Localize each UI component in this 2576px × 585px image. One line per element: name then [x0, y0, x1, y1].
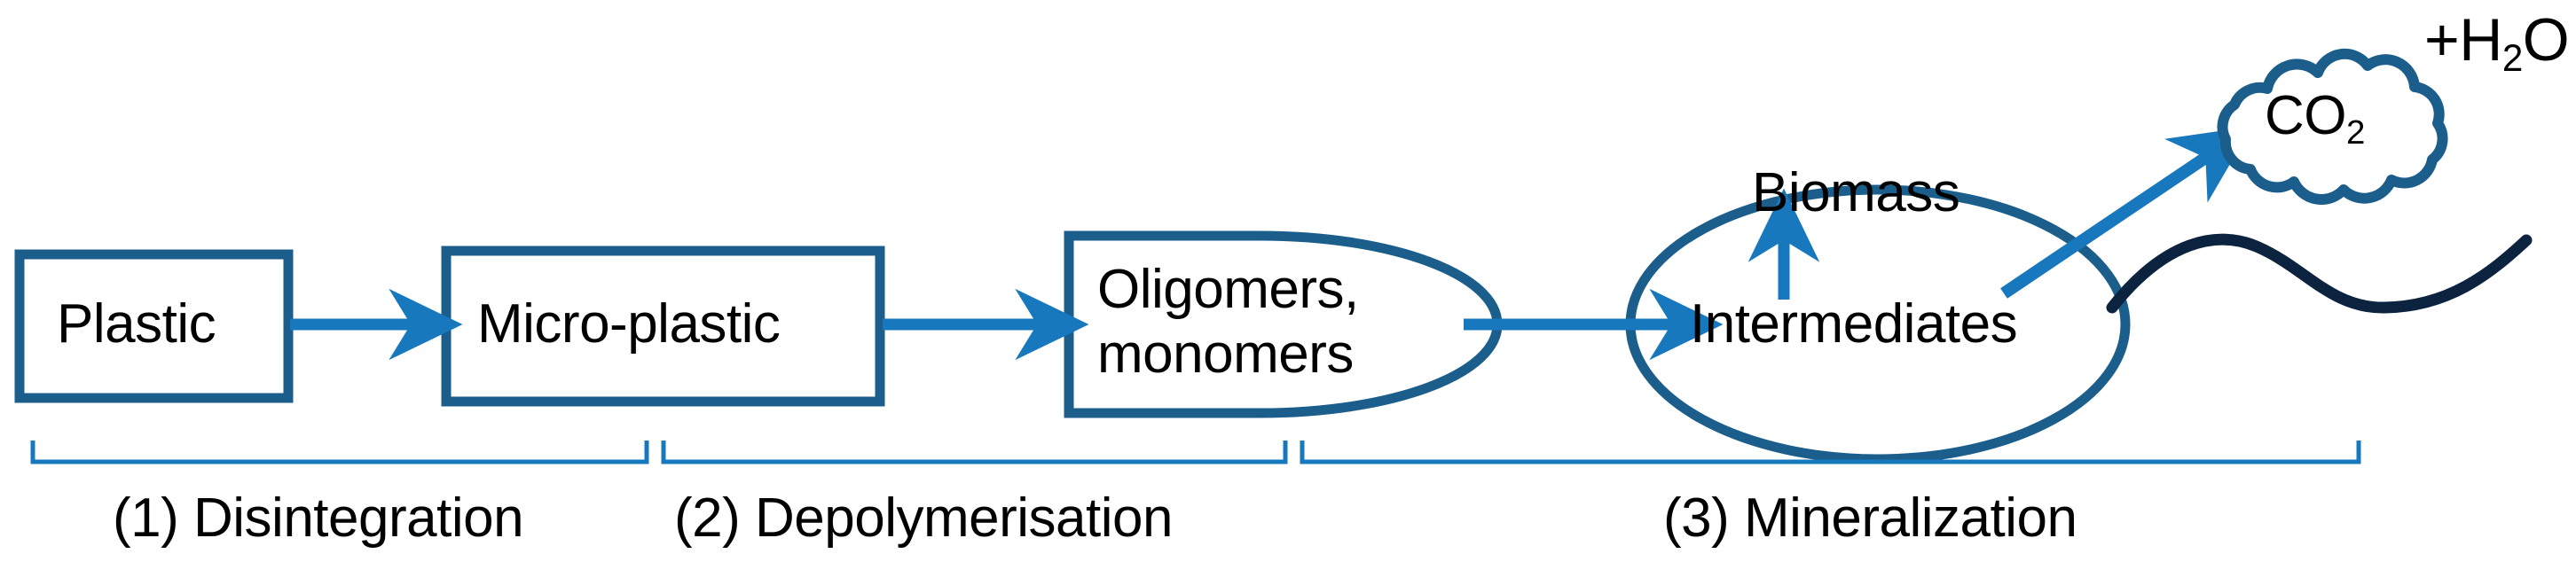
stage-label-3: (3) Mineralization: [1663, 488, 2077, 549]
node-plastic-label: Plastic: [57, 293, 216, 355]
node-oligomers-label-line2: monomers: [1097, 324, 1354, 386]
node-microplastic-label: Micro-plastic: [477, 293, 781, 355]
stage-bracket-1: [30, 441, 649, 464]
environment-wave: [2106, 233, 2533, 314]
node-co2-label: CO2: [2265, 87, 2365, 151]
node-oligomers-label: Oligomers, monomers: [1097, 257, 1359, 386]
stage-bracket-2: [661, 441, 1288, 464]
arrow-intermediates-to-co2: [2000, 126, 2252, 299]
node-plastic-shape: [14, 249, 294, 403]
stage-label-2: (2) Depolymerisation: [674, 488, 1174, 549]
water-suffix: O: [2522, 6, 2570, 74]
co2-label-subscript: 2: [2346, 113, 2365, 152]
node-microplastic-shape: [441, 246, 885, 407]
node-oligomers-label-line1: Oligomers,: [1097, 259, 1359, 320]
stage-label-1: (1) Disintegration: [113, 488, 524, 549]
node-biomass-label: Biomass: [1752, 162, 1960, 223]
water-subscript: 2: [2501, 36, 2523, 79]
water-annotation-label: +H2O: [2424, 6, 2570, 79]
node-intermediates-label: Intermediates: [1690, 293, 2018, 355]
stage-bracket-3: [1300, 441, 2361, 464]
node-co2-cloud-shape: [2217, 48, 2448, 205]
co2-label-main: CO: [2265, 85, 2347, 146]
water-prefix: +H: [2424, 6, 2502, 74]
